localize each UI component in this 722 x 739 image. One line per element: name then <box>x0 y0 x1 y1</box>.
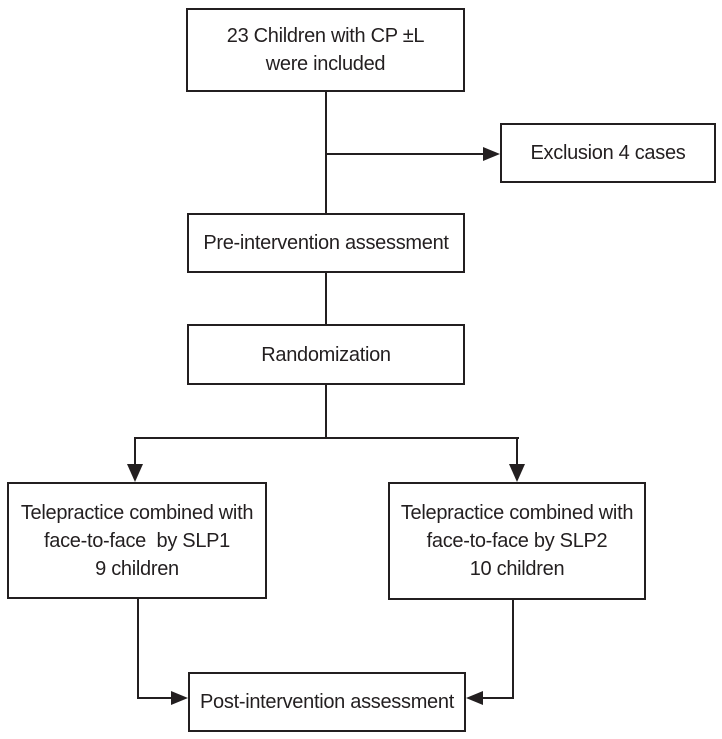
connector-slp1-to-post-vertical <box>137 599 139 699</box>
node-text-line: were included <box>265 53 386 75</box>
connector-slp2-to-post-vertical <box>512 600 514 699</box>
node-text-line: 23 Children with CP ±L <box>226 25 425 47</box>
connector-to-exclusion <box>326 153 484 155</box>
arrowhead-down-icon <box>127 464 143 482</box>
node-children-included: 23 Children with CP ±L were included <box>186 8 465 92</box>
connector-slp2-to-post-horizontal <box>481 697 514 699</box>
node-randomization: Randomization <box>187 324 465 385</box>
connector-split-to-slp1 <box>134 437 136 466</box>
node-text-line: Pre-intervention assessment <box>203 232 449 254</box>
node-telepractice-slp2: Telepractice combined with face-to-face … <box>388 482 646 600</box>
node-text-line: Exclusion 4 cases <box>530 142 686 164</box>
node-text-line: Post-intervention assessment <box>200 691 454 713</box>
connector-split-horizontal <box>135 437 519 439</box>
node-text-line: face-to-face by SLP2 <box>426 530 608 552</box>
node-text-line: 9 children <box>95 557 179 580</box>
connector-pre-to-randomization <box>325 273 327 324</box>
node-text-line: Randomization <box>261 343 391 366</box>
connector-included-to-pre <box>325 92 327 213</box>
connector-randomization-to-split <box>325 385 327 438</box>
node-exclusion: Exclusion 4 cases <box>500 123 716 183</box>
node-text-line: face-to-face by SLP1 <box>43 529 231 552</box>
node-text-line: Telepractice combined with <box>400 502 634 524</box>
connector-slp1-to-post-horizontal <box>137 697 173 699</box>
node-pre-intervention-assessment: Pre-intervention assessment <box>187 213 465 273</box>
connector-split-to-slp2 <box>516 437 518 466</box>
arrowhead-right-icon <box>483 147 500 161</box>
arrowhead-down-icon <box>509 464 525 482</box>
node-telepractice-slp1: Telepractice combined with face-to-face … <box>7 482 267 599</box>
arrowhead-right-icon <box>171 691 188 705</box>
node-post-intervention-assessment: Post-intervention assessment <box>188 672 466 732</box>
arrowhead-left-icon <box>466 691 483 705</box>
node-text-line: Telepractice combined with <box>20 501 254 524</box>
node-text-line: 10 children <box>469 558 565 580</box>
